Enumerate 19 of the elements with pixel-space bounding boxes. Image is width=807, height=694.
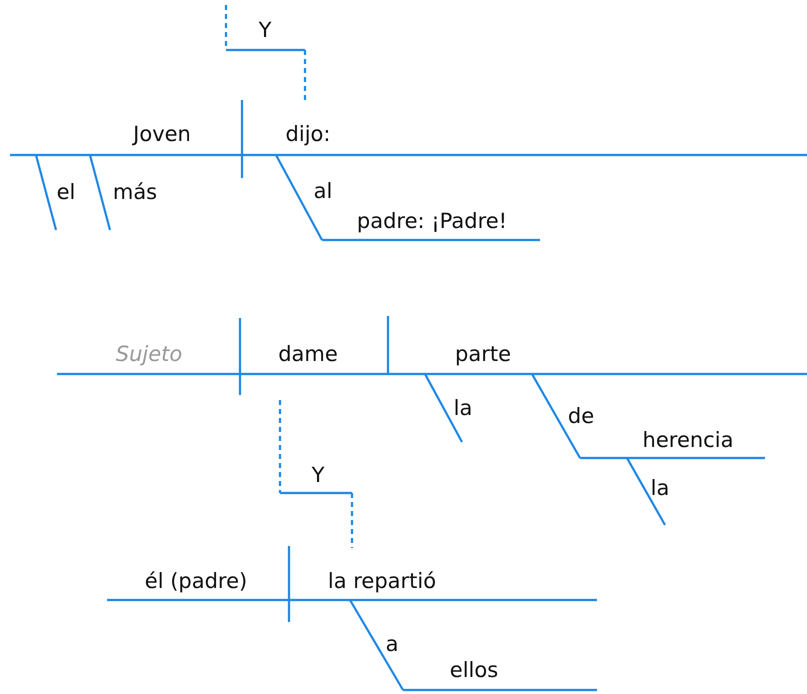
word: la bbox=[454, 396, 472, 420]
word: herencia bbox=[642, 428, 734, 452]
word: de bbox=[568, 404, 594, 428]
placeholder-word: Sujeto bbox=[116, 342, 182, 366]
word: la bbox=[650, 476, 670, 500]
word: Joven bbox=[133, 122, 191, 146]
word: dame bbox=[278, 342, 338, 366]
word: parte bbox=[455, 342, 511, 366]
word: Y bbox=[258, 18, 272, 42]
word: él (padre) bbox=[144, 570, 248, 593]
word: dijo: bbox=[286, 122, 330, 146]
word: al bbox=[314, 180, 332, 203]
word: la repartió bbox=[328, 570, 436, 593]
word: Y bbox=[312, 464, 324, 487]
word: a bbox=[386, 632, 398, 656]
word: ellos bbox=[450, 658, 498, 682]
word: padre: ¡Padre! bbox=[356, 210, 508, 233]
word: el bbox=[56, 180, 76, 204]
word: más bbox=[112, 180, 158, 204]
